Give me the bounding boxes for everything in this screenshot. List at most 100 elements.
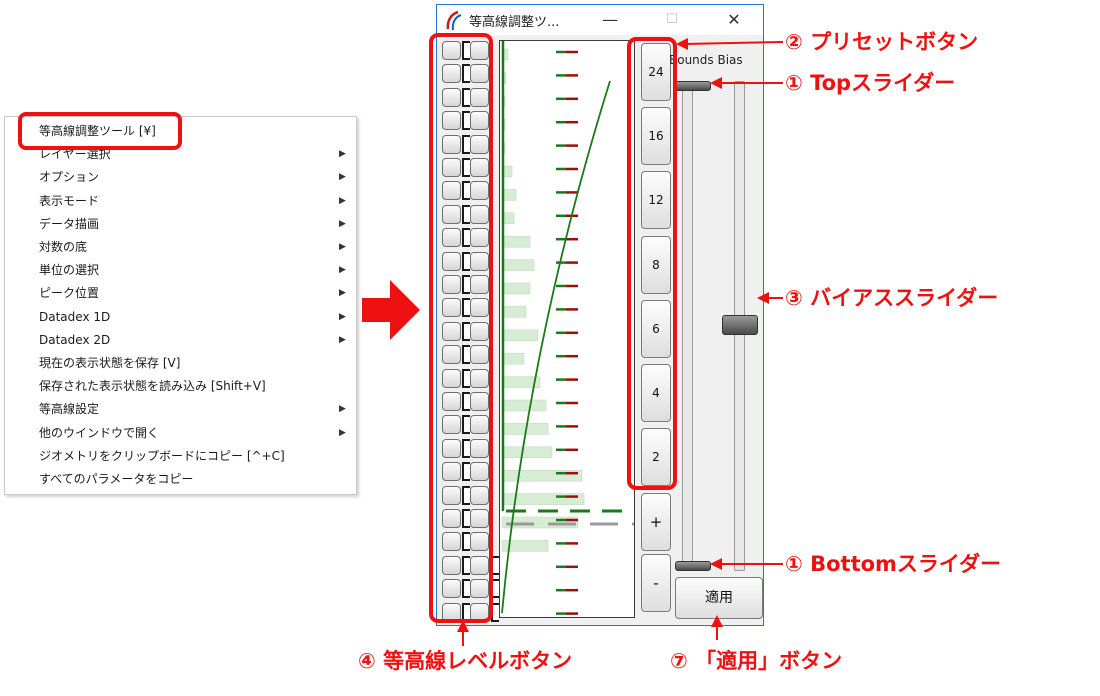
menu-item[interactable]: ピーク位置▶ — [5, 282, 356, 304]
level-button[interactable] — [470, 181, 489, 201]
level-button[interactable] — [470, 275, 489, 294]
level-toggle[interactable] — [462, 368, 470, 388]
level-button[interactable] — [442, 579, 461, 599]
level-button[interactable] — [442, 111, 461, 131]
preset-button[interactable]: 2 — [641, 428, 671, 487]
level-button[interactable] — [442, 368, 461, 388]
level-toggle[interactable] — [462, 204, 470, 224]
menu-item[interactable]: 対数の底▶ — [5, 236, 356, 258]
menu-item[interactable]: 等高線設定▶ — [5, 398, 356, 420]
level-button[interactable] — [470, 345, 489, 365]
level-button[interactable] — [470, 251, 489, 271]
preset-button[interactable]: 6 — [641, 299, 671, 358]
level-toggle[interactable] — [462, 87, 470, 107]
level-button[interactable] — [470, 579, 489, 599]
level-button[interactable] — [442, 87, 461, 107]
level-toggle[interactable] — [462, 345, 470, 365]
menu-item[interactable]: 他のウインドウで開く▶ — [5, 422, 356, 444]
level-toggle[interactable] — [462, 321, 470, 341]
level-button[interactable] — [442, 509, 461, 528]
level-button[interactable] — [470, 555, 489, 575]
preset-button[interactable]: 4 — [641, 364, 671, 422]
level-toggle[interactable] — [462, 111, 470, 131]
level-button[interactable] — [442, 134, 461, 154]
menu-item[interactable]: ジオメトリをクリップボードにコピー [^+C] — [5, 445, 356, 467]
level-button[interactable] — [470, 392, 489, 411]
level-button[interactable] — [470, 415, 489, 435]
level-button[interactable] — [442, 64, 461, 84]
menu-item[interactable]: 単位の選択▶ — [5, 259, 356, 281]
menu-item[interactable]: Datadex 1D▶ — [5, 306, 356, 328]
preset-button[interactable]: 24 — [641, 43, 671, 101]
level-button[interactable] — [470, 204, 489, 224]
level-button[interactable] — [470, 41, 489, 60]
level-toggle[interactable] — [462, 298, 470, 318]
level-toggle[interactable] — [462, 415, 470, 435]
minimize-button[interactable]: — — [602, 10, 618, 29]
level-button[interactable] — [442, 204, 461, 224]
level-button[interactable] — [470, 509, 489, 528]
level-toggle[interactable] — [462, 181, 470, 201]
menu-item[interactable]: 表示モード▶ — [5, 190, 356, 212]
level-button[interactable] — [442, 321, 461, 341]
level-button[interactable] — [470, 87, 489, 107]
level-button[interactable] — [442, 555, 461, 575]
apply-button[interactable]: 適用 — [675, 577, 763, 619]
level-button[interactable] — [442, 41, 461, 60]
level-button[interactable] — [470, 228, 489, 248]
menu-item[interactable]: 等高線調整ツール [¥] — [5, 120, 356, 142]
plus-button[interactable]: + — [641, 493, 671, 551]
level-button[interactable] — [442, 298, 461, 318]
level-toggle[interactable] — [462, 251, 470, 271]
level-button[interactable] — [442, 392, 461, 411]
level-toggle[interactable] — [462, 462, 470, 482]
level-button[interactable] — [470, 158, 489, 177]
level-toggle[interactable] — [462, 228, 470, 248]
level-toggle[interactable] — [462, 485, 470, 505]
level-toggle[interactable] — [462, 158, 470, 177]
level-button[interactable] — [442, 485, 461, 505]
close-button[interactable]: ✕ — [727, 10, 741, 29]
level-button[interactable] — [442, 275, 461, 294]
level-button[interactable] — [470, 321, 489, 341]
level-button[interactable] — [470, 368, 489, 388]
bottom-slider-thumb[interactable] — [675, 561, 711, 571]
level-toggle[interactable] — [462, 579, 470, 599]
preset-button[interactable]: 12 — [641, 171, 671, 230]
level-button[interactable] — [442, 438, 461, 458]
level-toggle[interactable] — [462, 392, 470, 411]
preset-button[interactable]: 8 — [641, 235, 671, 294]
level-button[interactable] — [470, 462, 489, 482]
level-button[interactable] — [470, 485, 489, 505]
level-toggle[interactable] — [462, 275, 470, 294]
level-button[interactable] — [442, 181, 461, 201]
menu-item[interactable]: データ描画▶ — [5, 213, 356, 235]
level-toggle[interactable] — [462, 532, 470, 552]
level-button[interactable] — [442, 532, 461, 552]
level-button[interactable] — [470, 532, 489, 552]
level-button[interactable] — [442, 251, 461, 271]
level-button[interactable] — [442, 415, 461, 435]
menu-item[interactable]: オプション▶ — [5, 166, 356, 188]
level-button[interactable] — [442, 462, 461, 482]
minus-button[interactable]: - — [641, 554, 671, 612]
level-button[interactable] — [470, 134, 489, 154]
bias-slider-thumb[interactable] — [722, 315, 758, 335]
level-button[interactable] — [470, 111, 489, 131]
level-button[interactable] — [442, 345, 461, 365]
level-button[interactable] — [442, 228, 461, 248]
level-toggle[interactable] — [462, 41, 470, 60]
level-toggle[interactable] — [462, 555, 470, 575]
level-toggle[interactable] — [462, 509, 470, 528]
level-toggle[interactable] — [462, 64, 470, 84]
menu-item[interactable]: 現在の表示状態を保存 [V] — [5, 352, 356, 374]
level-button[interactable] — [470, 438, 489, 458]
level-toggle[interactable] — [462, 134, 470, 154]
preset-button[interactable]: 16 — [641, 107, 671, 166]
level-toggle[interactable] — [462, 438, 470, 458]
menu-item[interactable]: Datadex 2D▶ — [5, 329, 356, 351]
maximize-button[interactable]: ☐ — [666, 12, 678, 27]
level-button[interactable] — [442, 158, 461, 177]
level-button[interactable] — [470, 64, 489, 84]
level-button[interactable] — [470, 298, 489, 318]
